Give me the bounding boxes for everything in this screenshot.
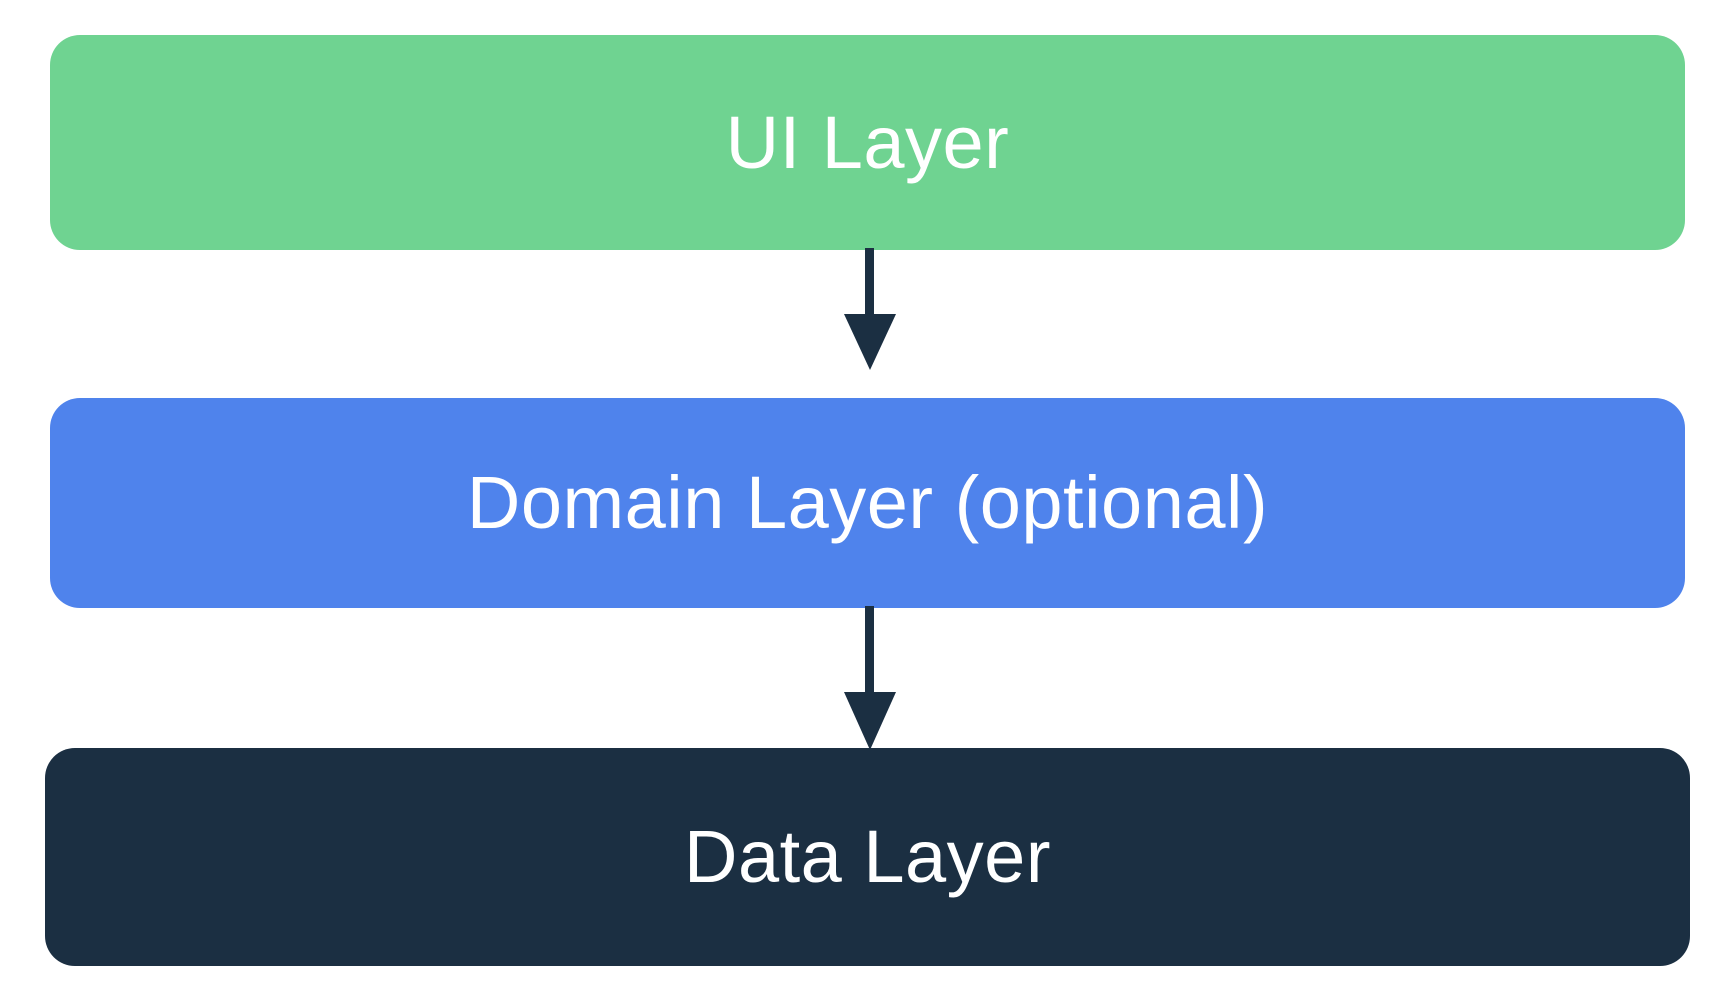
down-arrow-icon-domain-to-data (820, 606, 920, 752)
arrow-head (844, 692, 896, 750)
layer-label-domain-layer: Domain Layer (optional) (466, 461, 1269, 544)
layer-box-ui-layer[interactable]: UI Layer (50, 35, 1685, 250)
layer-box-domain-layer[interactable]: Domain Layer (optional) (50, 398, 1685, 608)
arrow-shaft (865, 606, 874, 698)
arrow-head (844, 314, 896, 370)
layer-label-data-layer: Data Layer (684, 815, 1051, 898)
down-arrow-svg (844, 606, 896, 750)
arrow-shaft (865, 248, 874, 320)
down-arrow-svg (844, 248, 896, 370)
layer-box-data-layer[interactable]: Data Layer (45, 748, 1690, 966)
layer-label-ui-layer: UI Layer (725, 100, 1010, 184)
down-arrow-icon-ui-to-domain (820, 248, 920, 372)
